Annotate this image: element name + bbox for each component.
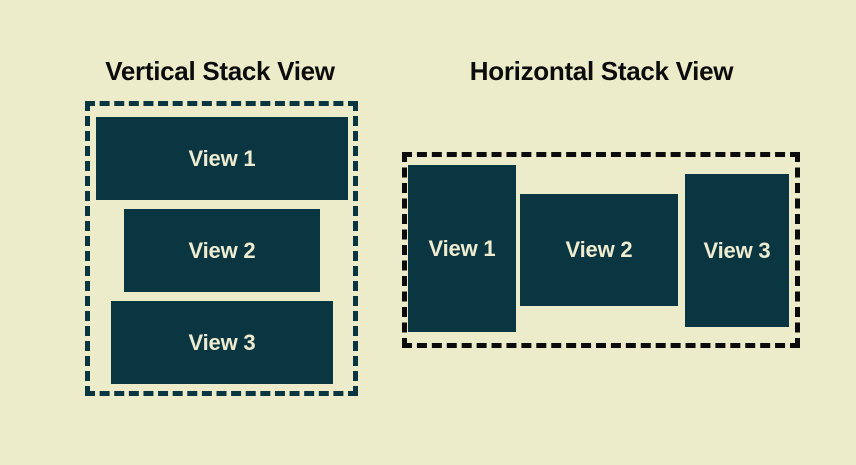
vertical-stack-view-box-3[interactable]: View 3: [111, 301, 333, 384]
view-box-label: View 3: [703, 237, 771, 263]
horizontal-stack-view-title: Horizontal Stack View: [469, 56, 734, 86]
vertical-stack-view-box-1[interactable]: View 1: [96, 117, 348, 200]
horizontal-stack-view-box-2[interactable]: View 2: [520, 194, 678, 306]
vertical-stack-view-title: Vertical Stack View: [105, 56, 335, 86]
view-box-label: View 2: [188, 237, 256, 263]
view-box-label: View 1: [188, 145, 256, 171]
horizontal-stack-container: [402, 152, 800, 348]
view-box-label: View 1: [428, 235, 496, 261]
view-box-label: View 3: [188, 329, 256, 355]
vertical-stack-container: [85, 101, 358, 396]
horizontal-stack-view-box-1[interactable]: View 1: [408, 165, 516, 332]
vertical-stack-view-box-2[interactable]: View 2: [124, 209, 320, 292]
view-box-label: View 2: [565, 237, 633, 262]
horizontal-stack-view-box-3[interactable]: View 3: [685, 174, 789, 327]
